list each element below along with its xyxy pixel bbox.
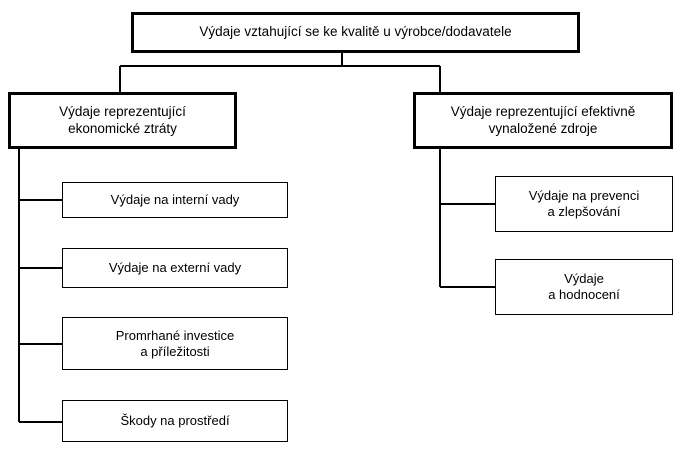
leaf-node-external-defects: Výdaje na externí vady: [62, 248, 288, 288]
branch-node-economic-losses: Výdaje reprezentující ekonomické ztráty: [8, 92, 237, 149]
leaf-node-prevention-improvement: Výdaje na prevenci a zlepšování: [495, 176, 673, 232]
leaf-node-wasted-investments: Promrhané investice a příležitosti: [62, 317, 288, 370]
leaf-node-environmental-damage: Škody na prostředí: [62, 400, 288, 442]
leaf-node-internal-defects: Výdaje na interní vady: [62, 182, 288, 218]
root-node-quality-related-expenses: Výdaje vztahující se ke kvalitě u výrobc…: [131, 12, 580, 53]
leaf-node-appraisal: Výdaje a hodnocení: [495, 259, 673, 315]
branch-node-effectively-spent-resources: Výdaje reprezentující efektivně vynalože…: [413, 92, 673, 149]
